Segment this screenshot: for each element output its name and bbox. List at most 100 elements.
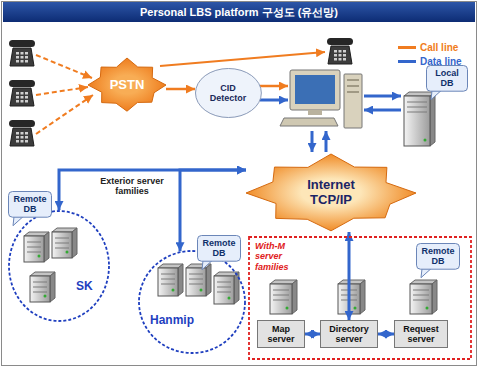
node-text: SK (76, 280, 106, 294)
callout-box (9, 191, 52, 217)
callout-tail (421, 268, 431, 277)
text-holder: Remote DB (8, 191, 52, 218)
node-text: With-M server families (255, 241, 305, 272)
legend-swatch (398, 60, 416, 63)
internet-cloud: Internet TCP/IP (246, 154, 416, 232)
text-holder: With-M server families (255, 241, 305, 272)
node-text: CID Detector (206, 83, 250, 104)
legend-row: Data line (398, 54, 462, 68)
detector-ellipse (195, 69, 261, 118)
server-icon (338, 280, 365, 314)
data-line (364, 109, 401, 112)
text-holder: Directory server (320, 320, 378, 348)
legend-text: Data line (420, 56, 462, 67)
connector (378, 333, 394, 336)
server-icon (24, 232, 49, 262)
label-box (258, 321, 305, 348)
cid-detector: CID Detector (195, 68, 262, 118)
server-icon (30, 272, 55, 302)
server-icon (270, 280, 297, 314)
call-line (36, 87, 88, 95)
group-box (249, 237, 471, 359)
title-text: Personal LBS platform 구성도 (유선망) (140, 5, 338, 20)
node-text: Remote DB (420, 246, 456, 267)
data-line (364, 95, 401, 98)
legend-text: Call line (420, 42, 458, 53)
text-holder: SK (76, 280, 106, 294)
call-line (160, 52, 325, 66)
text-holder: CID Detector (195, 68, 262, 118)
node-text: Local DB (432, 68, 462, 89)
callout-box (427, 65, 468, 91)
server-icon (404, 92, 435, 146)
node-outline (138, 250, 246, 354)
node-outline (8, 210, 110, 322)
server-icon (410, 280, 437, 314)
server-label: Request server (394, 320, 448, 348)
telephone-icon (9, 120, 35, 146)
db-callout: Remote DB (416, 243, 460, 270)
text-holder: PSTN (88, 58, 166, 112)
telephone-icon (327, 38, 353, 64)
data-line (311, 131, 314, 152)
connector (348, 232, 351, 320)
server-label: Map server (257, 320, 305, 348)
call-line (260, 85, 288, 88)
server-icon (158, 264, 183, 296)
text-holder: Request server (394, 320, 448, 348)
data-line (260, 99, 288, 102)
call-line (36, 95, 93, 134)
text-holder: Remote DB (416, 243, 460, 270)
group-label: Exterior server families (96, 176, 168, 197)
callout-tail (13, 216, 23, 225)
node-text: Request server (398, 324, 444, 345)
server-icon (52, 228, 77, 258)
text-holder: Hanmip (150, 314, 206, 328)
connector (59, 170, 246, 210)
label-box (395, 321, 448, 348)
callout-box (417, 243, 460, 269)
callout-tail (431, 90, 441, 99)
group-circle (139, 251, 245, 353)
telephone-icon (9, 80, 35, 106)
node-text: PSTN (110, 78, 145, 93)
connector (166, 88, 195, 91)
text-holder: Internet TCP/IP (246, 154, 416, 232)
legend-row: Call line (398, 40, 462, 54)
cloud-burst (246, 154, 416, 231)
call-line (36, 55, 92, 78)
callout-tail (202, 260, 212, 269)
title-banner: Personal LBS platform 구성도 (유선망) (3, 2, 475, 22)
cloud-burst (88, 58, 166, 111)
server-icon (186, 264, 211, 296)
text-holder: Map server (257, 320, 305, 348)
legend: Call lineData line (398, 40, 462, 68)
node-text: Remote DB (201, 238, 237, 259)
server-icon (214, 272, 239, 304)
connector (305, 333, 320, 336)
db-callout: Local DB (426, 65, 468, 92)
callout-box (198, 235, 241, 261)
label-box (321, 321, 378, 348)
node-text: Map server (261, 324, 301, 345)
server-group: SKRemote DB (8, 210, 110, 322)
data-line (325, 131, 328, 152)
group-circle (9, 211, 109, 321)
db-callout: Remote DB (197, 235, 241, 262)
server-group: HanmipRemote DB (138, 250, 246, 354)
server-label: Directory server (320, 320, 378, 348)
telephone-icon (9, 40, 35, 66)
node-text: Directory server (324, 324, 374, 345)
db-callout: Remote DB (8, 191, 52, 218)
node-text: Remote DB (12, 194, 48, 215)
server-group: With-M server familiesMap server Director… (248, 236, 472, 360)
text-holder: Remote DB (197, 235, 241, 262)
computer-icon (280, 70, 362, 128)
legend-swatch (398, 46, 416, 49)
pstn-cloud: PSTN (88, 58, 166, 112)
